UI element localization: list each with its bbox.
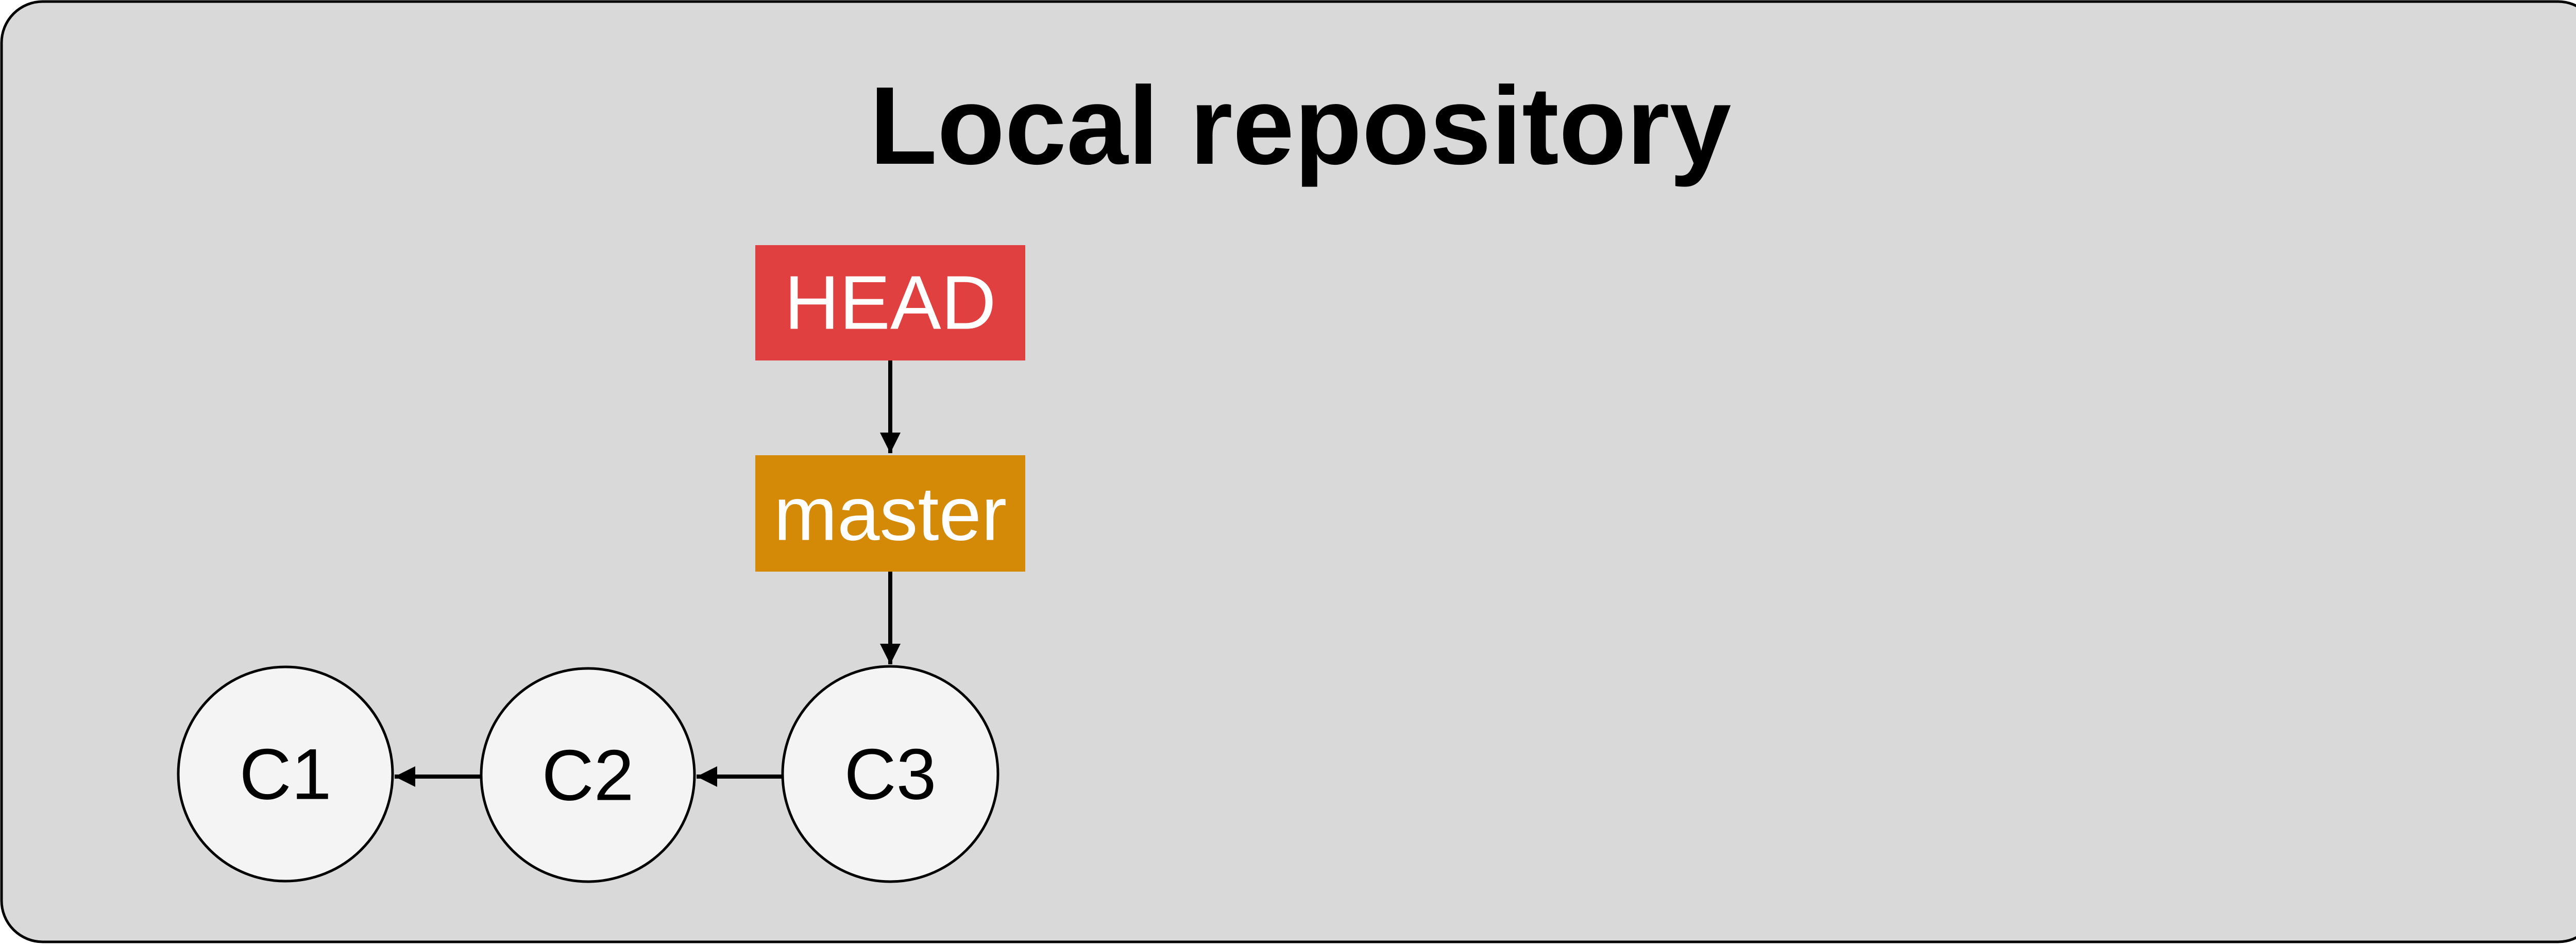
commit-label: C3 <box>844 734 937 815</box>
commit-c1: C1 <box>177 665 394 883</box>
head-ref-label: HEAD <box>784 261 996 346</box>
commit-label: C1 <box>240 734 332 815</box>
branch-ref-label: master <box>774 472 1007 557</box>
branch-ref-box <box>755 455 1025 572</box>
repository-title: Local repository <box>870 63 1732 187</box>
branch-ref-master: master <box>755 455 1025 572</box>
commit-c2: C2 <box>480 667 696 883</box>
commit-node <box>781 665 999 883</box>
commit-node <box>177 665 394 883</box>
commit-c3: C3 <box>781 665 999 883</box>
commit-label: C2 <box>542 735 634 816</box>
head-ref: HEAD <box>755 245 1025 360</box>
head-ref-box <box>755 245 1025 360</box>
